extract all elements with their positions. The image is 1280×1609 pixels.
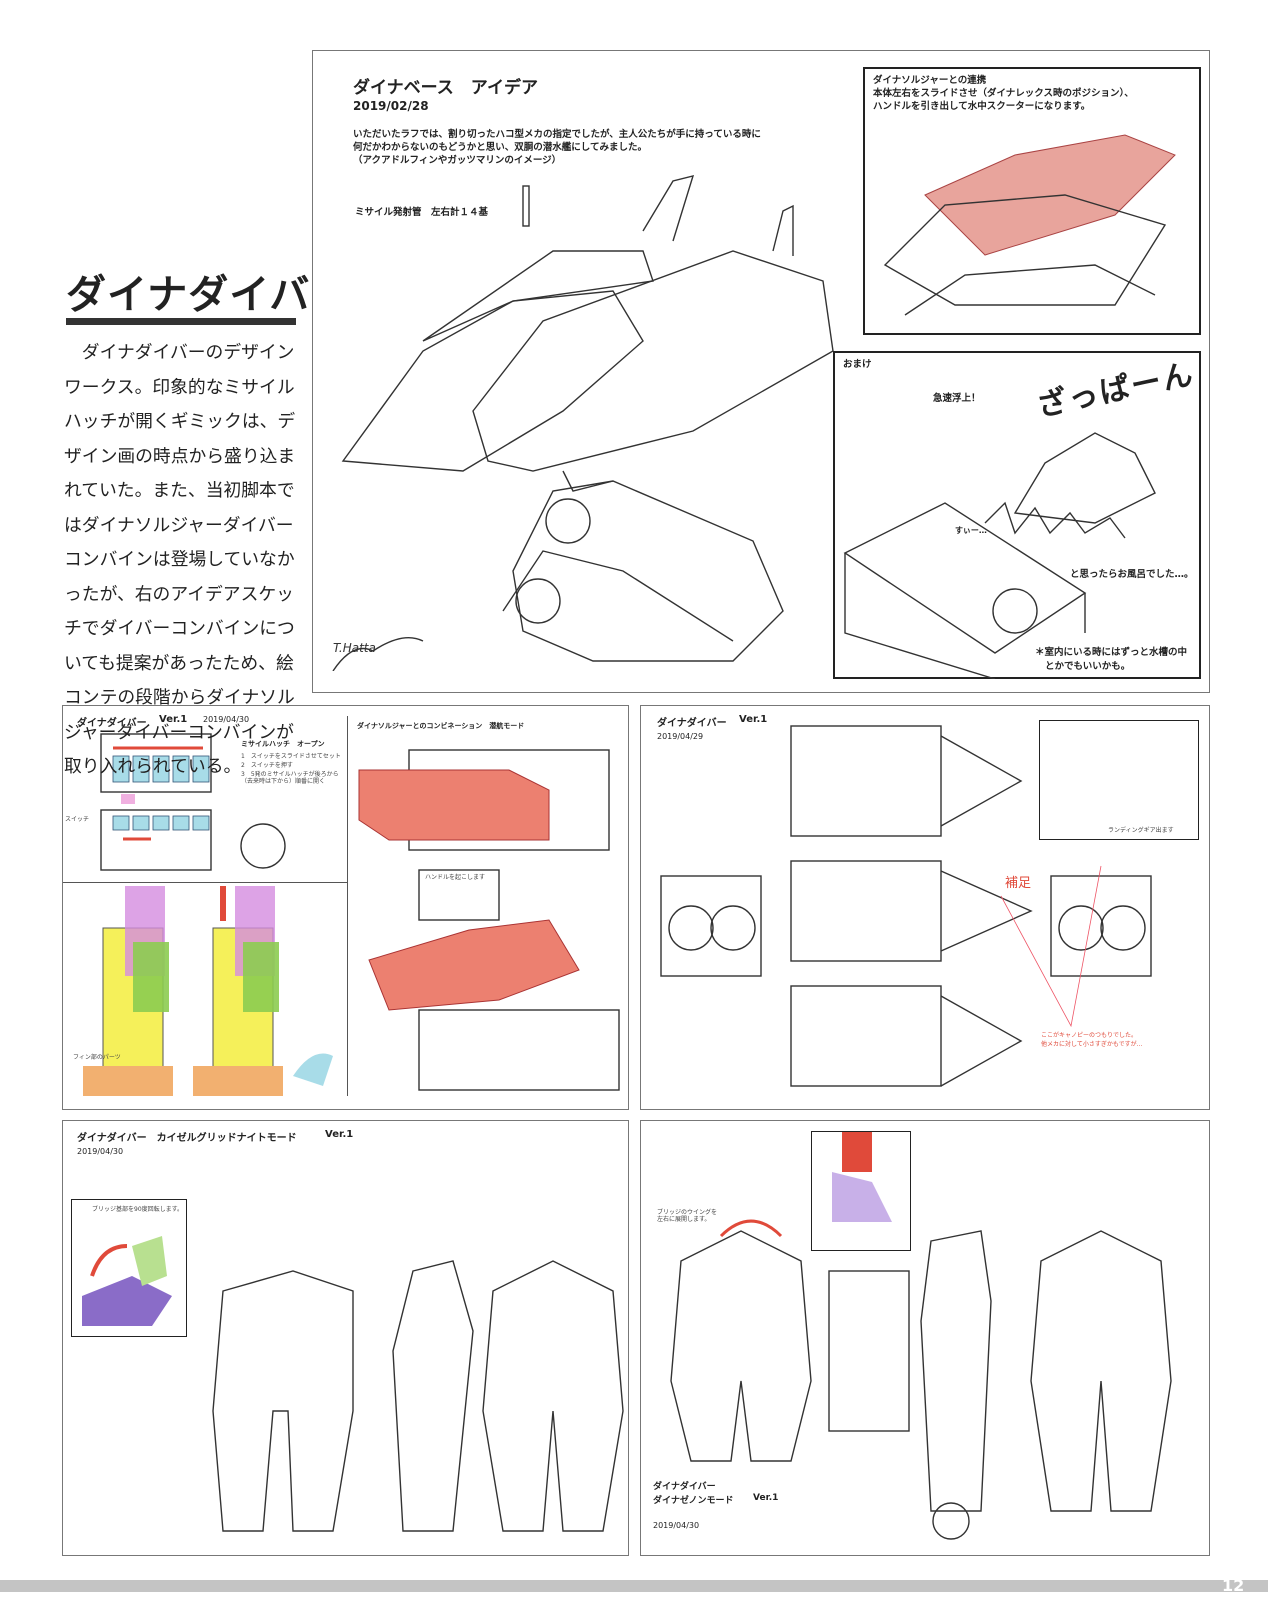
artist-signature: T.Hatta bbox=[333, 641, 376, 655]
orthographic-views bbox=[660, 725, 1152, 1087]
zenon-detail-box bbox=[811, 1131, 911, 1251]
note-line: 何だかわからないのもどうかと思い、双胴の潜水艦にしてみました。 bbox=[353, 142, 648, 153]
v1-orthographic-panel: ダイナダイバー Ver.1 2019/04/29 ランディングギア出ます 補足 … bbox=[640, 705, 1210, 1110]
handle-label: ハンドルを起こします bbox=[425, 874, 486, 881]
hatch-step: 3 5発のミサイルハッチが後ろから（去来時は下から）順番に開く bbox=[241, 771, 339, 785]
page-number: 12 bbox=[1222, 1576, 1245, 1595]
scooter-sketch bbox=[883, 134, 1176, 316]
panel-title: ダイナダイバー カイゼルグリッドナイトモード bbox=[77, 1133, 297, 1144]
bonus-caption: 急速浮上！ bbox=[933, 393, 981, 404]
v1-hatch-panel: ダイナダイバー Ver.1 2019/04/30 ミサイルハッチ オープン 1 … bbox=[62, 705, 629, 1110]
switch-label: スイッチ bbox=[65, 816, 90, 823]
combination-title: ダイナソルジャーとのコンビネーション 潜航モード bbox=[357, 722, 525, 730]
divider bbox=[347, 716, 348, 1096]
title-rule bbox=[66, 318, 296, 325]
bridge-label: ブリッジ基部を90度回転します。 bbox=[92, 1206, 184, 1213]
kaiser-mode-panel: ダイナダイバー カイゼルグリッドナイトモード Ver.1 2019/04/30 … bbox=[62, 1120, 629, 1556]
hatch-title: ミサイルハッチ オープン bbox=[241, 740, 325, 748]
canopy-note: 他メカに対して小さすぎかもですが… bbox=[1041, 1041, 1143, 1048]
divider bbox=[63, 882, 347, 883]
hatch-diagrams bbox=[83, 733, 333, 1096]
article-body: ダイナダイバーのデザインワークス。印象的なミサイルハッチが開くギミックは、デザイ… bbox=[64, 342, 296, 777]
landing-gear-box: ランディングギア出ます bbox=[1039, 720, 1199, 840]
bonus-footnote: ＊室内にいる時にはずっと水槽の中 bbox=[1035, 647, 1188, 658]
combo-line: ハンドルを引き出して水中スクーターになります。 bbox=[873, 101, 1091, 112]
sfx-small: すぃー… bbox=[955, 526, 987, 535]
landing-label: ランディングギア出ます bbox=[1108, 827, 1174, 834]
article-title: ダイナダイバー bbox=[66, 272, 352, 318]
combination-diagrams bbox=[358, 749, 620, 1091]
panel-subtitle: ダイナゼノンモード bbox=[653, 1496, 734, 1506]
note-line: （アクアドルフィンやガッツマリンのイメージ） bbox=[353, 155, 562, 166]
panel-title: ダイナダイバー bbox=[77, 718, 147, 729]
panel-title: ダイナベース アイデア bbox=[353, 78, 538, 98]
bonus-box: おまけ 急速浮上！ ざっぱーん すぃー… と思ったらお風呂でした…。 ＊室内にい… bbox=[833, 351, 1201, 679]
bathtub-sketch bbox=[843, 432, 1156, 679]
panel-title: ダイナダイバー bbox=[657, 718, 727, 729]
panel-title: ダイナダイバー bbox=[653, 1482, 716, 1492]
idea-sketch-panel: ダイナベース アイデア 2019/02/28 いただいたラフでは、割り切ったハコ… bbox=[312, 50, 1210, 693]
hatch-step: 1 スイッチをスライドさせてセット bbox=[241, 753, 341, 760]
bonus-caption: と思ったらお風呂でした…。 bbox=[1070, 569, 1194, 580]
panel-date: 2019/04/30 bbox=[77, 1147, 124, 1156]
hatch-step: 2 スイッチを押す bbox=[241, 762, 293, 769]
panel-date: 2019/02/28 bbox=[353, 99, 429, 113]
combo-box: ダイナソルジャーとの連携 本体左右をスライドさせ（ダイナレックス時のポジション）… bbox=[863, 67, 1201, 335]
note-line: いただいたラフでは、割り切ったハコ型メカの指定でしたが、主人公たちが手に持ってい… bbox=[353, 129, 761, 140]
zenon-mode-panel: ブリッジのウイングを左右に展開します。 ダイナダイバー ダイナゼノンモード Ve… bbox=[640, 1120, 1210, 1556]
bonus-label: おまけ bbox=[843, 359, 872, 370]
panel-version: Ver.1 bbox=[739, 714, 768, 725]
panel-date: 2019/04/30 bbox=[653, 1521, 700, 1530]
panel-date: 2019/04/30 bbox=[203, 715, 250, 724]
panel-date: 2019/04/29 bbox=[657, 732, 704, 741]
wing-label: ブリッジのウイングを左右に展開します。 bbox=[657, 1209, 718, 1223]
submarine-sketch bbox=[332, 175, 834, 671]
combo-line: 本体左右をスライドさせ（ダイナレックス時のポジション）、 bbox=[873, 88, 1134, 99]
canopy-note: ここがキャノピーのつもりでした。 bbox=[1041, 1032, 1138, 1039]
panel-version: Ver.1 bbox=[753, 1493, 779, 1503]
bonus-footnote: とかでもいいかも。 bbox=[1045, 661, 1131, 672]
panel-version: Ver.1 bbox=[159, 714, 188, 725]
fin-label: フィン部のパーツ bbox=[73, 1054, 121, 1061]
footer-bar: 12 bbox=[0, 1576, 1268, 1595]
combo-line: ダイナソルジャーとの連携 bbox=[873, 75, 987, 86]
zenon-views bbox=[670, 1219, 1172, 1540]
missile-label: ミサイル発射管 左右計１４基 bbox=[355, 207, 489, 218]
bridge-box: ブリッジ基部を90度回転します。 bbox=[71, 1199, 187, 1337]
panel-version: Ver.1 bbox=[325, 1129, 354, 1140]
kaiser-views bbox=[212, 1260, 624, 1532]
supplement-label: 補足 bbox=[1005, 876, 1032, 891]
